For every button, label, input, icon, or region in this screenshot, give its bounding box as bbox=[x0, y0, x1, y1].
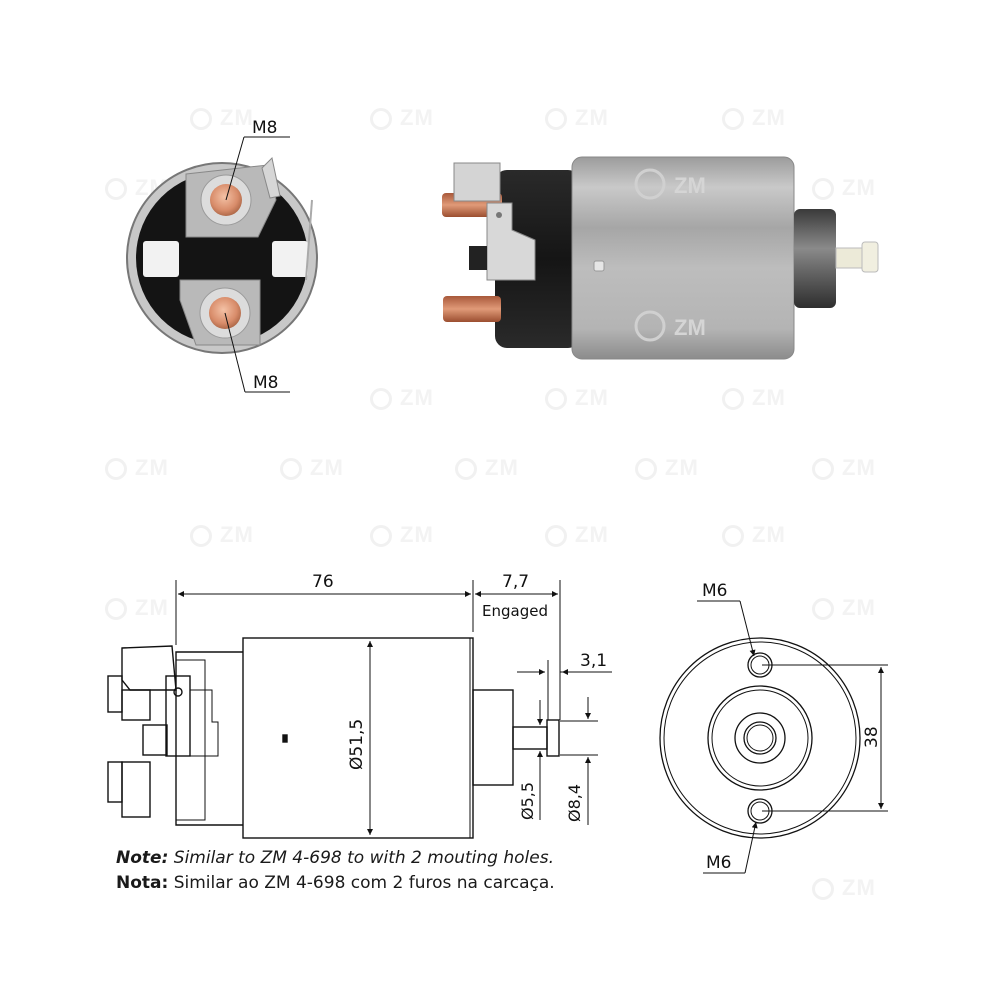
watermark: ZM bbox=[722, 105, 786, 131]
watermark: ZM bbox=[190, 522, 254, 548]
watermark-logo bbox=[634, 310, 666, 342]
body-diameter-label: Ø51,5 bbox=[347, 719, 367, 770]
cap-outline bbox=[175, 651, 243, 826]
watermark: ZM bbox=[190, 105, 254, 131]
connector-stub bbox=[142, 724, 168, 756]
note-english-prefix: Note: bbox=[116, 848, 169, 868]
outer-flange bbox=[659, 637, 861, 839]
plunger-head-inner bbox=[746, 724, 774, 752]
hole-bottom-label: M6 bbox=[706, 853, 731, 873]
contact-window-left bbox=[143, 241, 179, 277]
notes: Note: Similar to ZM 4-698 to with 2 mout… bbox=[116, 846, 555, 896]
watermark: ZM bbox=[370, 522, 434, 548]
hole-top-label: M6 bbox=[702, 581, 727, 601]
head-width-label: 3,1 bbox=[580, 651, 607, 671]
spade-tab bbox=[261, 156, 281, 199]
spade-hole bbox=[496, 212, 502, 218]
stroke-label: 7,7 bbox=[502, 572, 529, 592]
watermark: ZM bbox=[722, 522, 786, 548]
watermark: ZM bbox=[545, 385, 609, 411]
top-bracket bbox=[453, 162, 501, 202]
nut-top bbox=[121, 689, 151, 721]
watermark: ZM bbox=[545, 522, 609, 548]
stud-top bbox=[107, 675, 123, 713]
note-portuguese-text: Similar ao ZM 4-698 com 2 furos na carca… bbox=[168, 873, 555, 893]
end-view-labels: M6 M6 38 bbox=[702, 581, 882, 873]
watermark: ZM bbox=[812, 595, 876, 621]
leader-line bbox=[225, 136, 245, 201]
cap-step bbox=[176, 659, 206, 821]
plunger-head bbox=[546, 719, 560, 757]
top-bracket bbox=[121, 645, 177, 691]
spade-terminal bbox=[486, 202, 536, 281]
watermark: ZM bbox=[545, 105, 609, 131]
watermark: ZM bbox=[105, 455, 169, 481]
note-portuguese: Nota: Similar ao ZM 4-698 com 2 furos na… bbox=[116, 871, 555, 896]
shaft-diameter-label: Ø5,5 bbox=[518, 782, 537, 820]
note-portuguese-prefix: Nota: bbox=[116, 873, 169, 893]
black-cap bbox=[495, 170, 580, 348]
plunger-head bbox=[861, 241, 879, 273]
watermark: ZM bbox=[674, 173, 706, 198]
stud-bottom bbox=[107, 761, 123, 803]
head-diameter-label: Ø8,4 bbox=[565, 784, 584, 822]
connector-stub bbox=[469, 246, 487, 270]
leader-line bbox=[739, 600, 756, 657]
end-view-drawing bbox=[659, 600, 888, 874]
note-english: Note: Similar to ZM 4-698 to with 2 mout… bbox=[116, 846, 555, 871]
plunger-shaft bbox=[512, 726, 548, 750]
body-mark bbox=[282, 734, 288, 743]
watermark: ZM bbox=[812, 175, 876, 201]
spade-base bbox=[190, 689, 219, 757]
watermark: ZM bbox=[812, 455, 876, 481]
watermark-logo bbox=[634, 168, 666, 200]
stroke-note: Engaged bbox=[482, 602, 548, 620]
nozzle-outer bbox=[707, 685, 813, 791]
terminal-bottom-label: M8 bbox=[253, 373, 278, 393]
leader-line bbox=[744, 821, 758, 874]
spade-hole bbox=[173, 687, 183, 697]
wire-lead bbox=[305, 199, 313, 281]
contact-window-right bbox=[272, 241, 308, 277]
hole-spacing-label: 38 bbox=[862, 726, 882, 748]
plunger-head bbox=[743, 721, 777, 755]
outer-flange-inner bbox=[663, 641, 857, 835]
nozzle bbox=[472, 689, 514, 786]
watermark: ZM bbox=[455, 455, 519, 481]
side-view-photo: ZM ZM bbox=[442, 156, 879, 360]
nozzle-inner bbox=[711, 689, 809, 787]
watermark: ZM bbox=[722, 385, 786, 411]
watermark: ZM bbox=[370, 385, 434, 411]
watermark: ZM bbox=[812, 875, 876, 901]
note-english-text: Similar to ZM 4-698 to with 2 mouting ho… bbox=[168, 848, 554, 868]
watermark: ZM bbox=[635, 455, 699, 481]
plunger-bore bbox=[734, 712, 786, 764]
plunger-nozzle bbox=[794, 209, 836, 308]
leader-line bbox=[224, 312, 246, 393]
length-label: 76 bbox=[312, 572, 334, 592]
watermark: ZM bbox=[105, 595, 169, 621]
watermark: ZM bbox=[280, 455, 344, 481]
body-mark bbox=[593, 260, 605, 272]
nut-bottom bbox=[121, 761, 151, 818]
front-view-photo: M8 M8 bbox=[126, 118, 318, 393]
terminal-top-label: M8 bbox=[252, 118, 277, 138]
watermark: ZM bbox=[370, 105, 434, 131]
spade-terminal bbox=[165, 675, 191, 757]
copper-stud-bottom bbox=[443, 296, 501, 322]
side-view-dimension-labels: 76 7,7 Engaged 3,1 Ø51,5 Ø5,5 Ø8,4 bbox=[312, 572, 607, 822]
side-view-drawing bbox=[107, 580, 612, 839]
watermark: ZM bbox=[674, 315, 706, 340]
